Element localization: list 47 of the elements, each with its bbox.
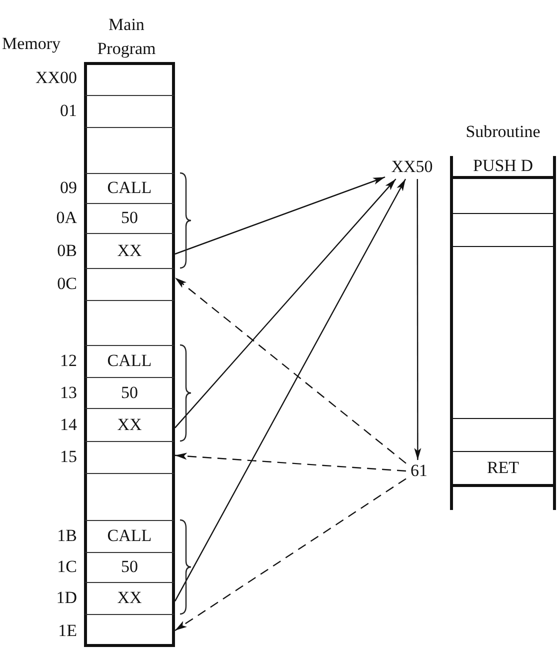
cell-value: 50 [121, 209, 138, 228]
arrow [174, 478, 406, 631]
address-label: 12 [60, 352, 77, 371]
memory-cell [450, 179, 556, 214]
address-label: XX50 [385, 155, 439, 179]
cell-value: XX [117, 242, 142, 260]
cell-value: CALL [107, 352, 152, 371]
memory-cell [450, 419, 556, 452]
cell-value: XX [117, 589, 142, 608]
cell-value: RET [486, 458, 520, 478]
memory-cell [450, 214, 556, 247]
address-label: 09 [60, 179, 77, 198]
memory-cell [84, 473, 175, 520]
address-label: 1E [58, 622, 77, 640]
arrow [414, 179, 422, 460]
cell-value: CALL [107, 527, 152, 546]
arrow [174, 452, 406, 472]
cell-value: CALL [107, 179, 152, 198]
memory-cell [450, 452, 556, 487]
address-label: 0A [56, 209, 77, 228]
arrow [174, 277, 406, 464]
cell-value: PUSH D [473, 156, 533, 176]
address-label: 15 [60, 448, 77, 467]
column-heading: Main Program [96, 14, 157, 60]
address-label: 01 [60, 102, 77, 121]
arrow [174, 178, 406, 602]
address-label: 13 [60, 384, 77, 402]
address-label: 1B [57, 527, 77, 546]
address-label: 61 [406, 460, 432, 482]
arrow [174, 178, 396, 428]
cell-value: 50 [121, 558, 138, 577]
arrow [174, 176, 386, 255]
column-heading: Memory [2, 34, 61, 54]
address-label: 0B [57, 242, 77, 260]
cell-value: 50 [121, 384, 138, 402]
address-label: XX00 [35, 69, 77, 88]
column-heading: Subroutine [464, 121, 542, 143]
address-label: 1C [57, 558, 77, 577]
memory-cell [450, 247, 556, 419]
memory-cell [450, 156, 556, 179]
address-label: 14 [60, 416, 77, 434]
cell-value: XX [117, 416, 142, 434]
address-label: 1D [56, 589, 77, 608]
memory-cell [84, 127, 175, 173]
memory-cell [450, 487, 556, 510]
address-label: 0C [57, 275, 77, 294]
memory-cell [84, 300, 175, 345]
